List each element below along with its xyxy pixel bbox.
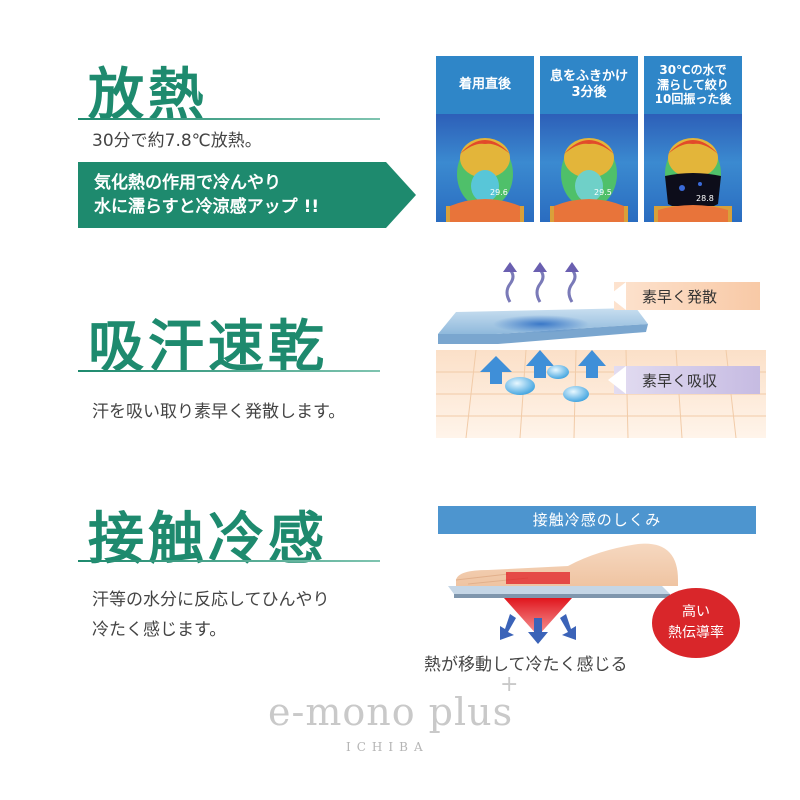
thermography-image-3: 28.8 bbox=[644, 114, 742, 222]
title-underline bbox=[78, 560, 380, 562]
callout-arrow-shape bbox=[78, 162, 416, 228]
callout-line-1: 気化熱の作用で冷んやり bbox=[94, 173, 281, 193]
thermal-face-icon bbox=[446, 138, 524, 222]
thermal-face-icon bbox=[654, 138, 732, 222]
contact-cool-illustration bbox=[448, 540, 678, 652]
thermo-panel-2: 息をふきかけ 3分後 29.5 bbox=[540, 56, 638, 222]
contact-cool-desc-line-2: 冷たく感じます。 bbox=[92, 619, 227, 640]
logo-subtitle: ICHIBA bbox=[346, 740, 429, 754]
thermography-image-1: 29.6 bbox=[436, 114, 534, 222]
tag-notch-icon bbox=[608, 366, 626, 394]
mechanism-caption: 熱が移動して冷たく感じる bbox=[424, 655, 628, 675]
badge-line-1: 高い bbox=[682, 604, 710, 620]
thermo-temp-1: 29.6 bbox=[490, 188, 508, 197]
callout-line-2: 水に濡らすと冷涼感アップ !! bbox=[94, 196, 320, 217]
tag-quick-release-label: 素早く発散 bbox=[642, 287, 718, 306]
tag-quick-absorb-label: 素早く吸収 bbox=[642, 371, 718, 390]
thermal-face-icon bbox=[550, 138, 628, 222]
thermography-image-2: 29.5 bbox=[540, 114, 638, 222]
logo-plus-mark: + bbox=[500, 672, 519, 697]
tag-quick-absorb: 素早く吸収 bbox=[608, 366, 760, 394]
thermo-panel-1: 着用直後 29.6 bbox=[436, 56, 534, 222]
mechanism-title: 接触冷感のしくみ bbox=[438, 506, 756, 534]
thermo-label-1: 着用直後 bbox=[436, 56, 534, 114]
contact-cool-description: 汗等の水分に反応してひんやり 冷たく感じます。 bbox=[92, 586, 330, 646]
section-title-sweat-absorb: 吸汗速乾 bbox=[88, 314, 328, 380]
title-underline bbox=[78, 118, 380, 120]
thermo-label-2: 息をふきかけ 3分後 bbox=[540, 56, 638, 114]
hand-heat-diagram bbox=[448, 543, 678, 644]
thermo-temp-3: 28.8 bbox=[696, 194, 714, 203]
tag-quick-release: 素早く発散 bbox=[608, 282, 760, 310]
title-underline bbox=[78, 370, 380, 372]
thermo-panel-3: 30℃の水で 濡らして絞り 10回振った後 28.8 bbox=[644, 56, 742, 222]
sweat-absorb-description: 汗を吸い取り素早く発散します。 bbox=[92, 402, 346, 422]
contact-cool-desc-line-1: 汗等の水分に反応してひんやり bbox=[92, 590, 330, 610]
logo-wordmark: e-mono plus bbox=[268, 690, 514, 734]
thermo-temp-2: 29.5 bbox=[594, 188, 612, 197]
badge-line-2: 熱伝導率 bbox=[668, 625, 724, 641]
thermo-label-3: 30℃の水で 濡らして絞り 10回振った後 bbox=[644, 56, 742, 114]
heat-release-description: 30分で約7.8℃放熱。 bbox=[92, 131, 262, 151]
tag-notch-icon bbox=[608, 282, 626, 310]
high-conductivity-badge: 高い 熱伝導率 bbox=[652, 588, 740, 658]
heat-release-callout: 気化熱の作用で冷んやり 水に濡らすと冷涼感アップ !! bbox=[78, 162, 418, 228]
section-title-contact-cool: 接触冷感 bbox=[88, 506, 328, 572]
section-title-heat-release: 放熱 bbox=[88, 62, 208, 128]
